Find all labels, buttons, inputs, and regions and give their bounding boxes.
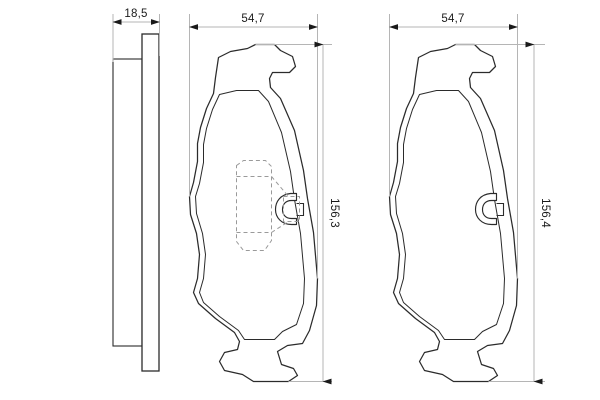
pad-left-hidden-shim xyxy=(236,160,300,251)
dimension-label-right-pad-width: 54,7 xyxy=(441,13,464,25)
pad-right-friction-outline xyxy=(395,90,505,340)
pad-left-retaining-notch xyxy=(274,192,298,226)
dimension-left-pad-length: 156,3 xyxy=(255,41,340,385)
backing-plate-profile xyxy=(141,33,160,372)
brake-pad-left-group xyxy=(188,43,319,383)
brake-pad-right-group xyxy=(388,43,519,383)
pad-left-backing-outline xyxy=(188,43,319,383)
dimension-label-right-pad-length: 156,4 xyxy=(539,198,551,228)
dimension-right-pad-width: 54,7 xyxy=(389,13,518,279)
dimension-right-pad-length: 156,4 xyxy=(455,41,551,385)
dimension-label-edge-thickness: 18,5 xyxy=(124,8,147,20)
dimension-edge-thickness: 18,5 xyxy=(112,8,160,62)
friction-block-profile xyxy=(112,58,143,347)
pad-right-backing-outline xyxy=(388,43,519,383)
dimension-label-left-pad-width: 54,7 xyxy=(241,13,264,25)
pad-right-retaining-notch xyxy=(474,192,498,226)
edge-view-group xyxy=(112,33,160,372)
pad-left-friction-outline xyxy=(195,90,305,340)
dimension-label-left-pad-length: 156,3 xyxy=(328,198,340,228)
pad-right-notch-slot xyxy=(496,202,505,217)
